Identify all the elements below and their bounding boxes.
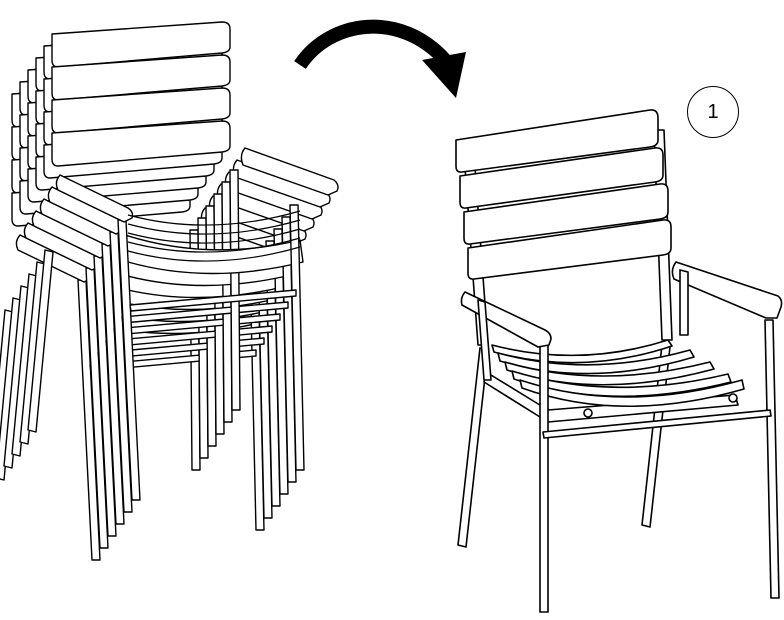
stacked-chair	[27, 21, 339, 501]
chair-part	[240, 147, 339, 196]
stacked-chairs-illustration	[0, 21, 339, 561]
rotate-arrow-icon	[294, 19, 466, 98]
chair-part	[124, 234, 304, 275]
seat-slat-line	[127, 219, 301, 235]
seat-slat-line	[127, 237, 301, 253]
chair-part	[55, 174, 134, 223]
chair-part	[129, 289, 297, 312]
chair-part	[51, 54, 231, 101]
chair-part	[51, 21, 231, 68]
seat-slat-line	[127, 246, 301, 262]
step-number-badge: 1	[687, 86, 739, 138]
chair-part	[3, 285, 30, 469]
single-chair-illustration	[455, 109, 783, 613]
chair-part	[27, 249, 54, 433]
seat-slat-line	[127, 228, 301, 244]
chair-part	[281, 216, 297, 483]
chair-part	[51, 120, 231, 167]
front-chair-seat-slats	[127, 210, 301, 262]
chair-part	[11, 273, 38, 457]
seat-slat-line	[127, 210, 301, 226]
chair-part	[229, 169, 241, 411]
chair-part	[289, 204, 305, 471]
chair-part	[51, 87, 231, 134]
chair-part	[19, 261, 46, 445]
